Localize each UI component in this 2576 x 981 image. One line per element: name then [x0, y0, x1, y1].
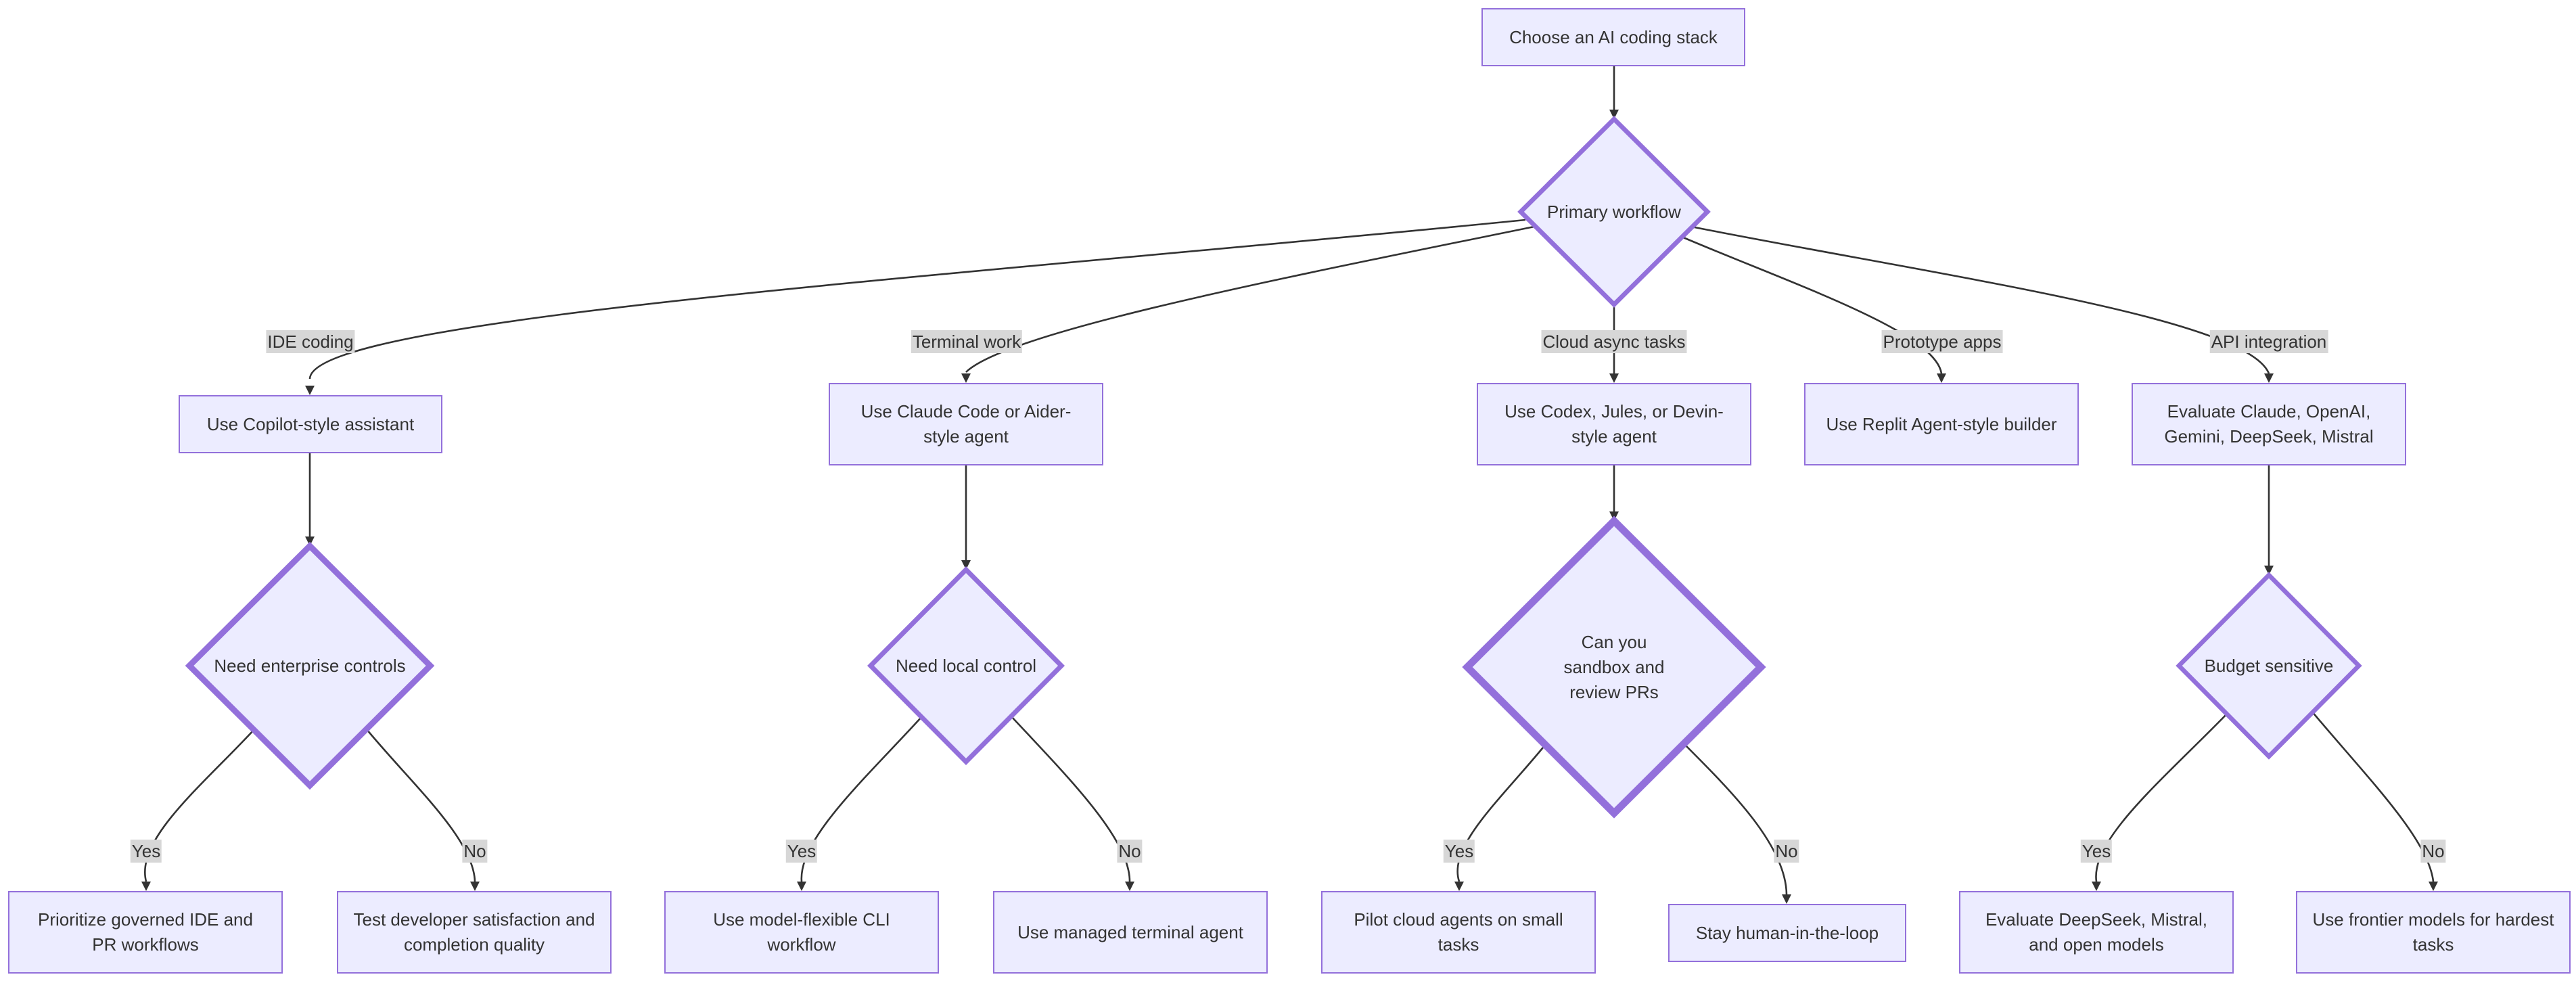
- edge-label-budget-no: No: [2420, 840, 2446, 863]
- arrowhead: [1609, 373, 1619, 383]
- node-label: Use Replit Agent-style builder: [1826, 413, 2057, 434]
- node-label: Use Copilot-style assistant: [206, 413, 415, 434]
- node-label: Use Claude Code or Aider-style agent: [860, 401, 1072, 447]
- arrowhead: [470, 882, 480, 891]
- edge-primary-replit: [1681, 235, 1943, 374]
- decision-label: Primary workflow: [1547, 201, 1681, 222]
- decision-label: Budget sensitive: [2204, 655, 2334, 676]
- decision-local-control: Need local control: [867, 566, 1065, 766]
- node-evaluate-apis: Evaluate Claude, OpenAI, Gemini, DeepSee…: [2132, 383, 2406, 465]
- edge-primary-copilot: [308, 219, 1526, 380]
- node-codex-agent: Use Codex, Jules, or Devin-style agent: [1477, 383, 1751, 465]
- edge-local-no: [1011, 716, 1131, 882]
- diamond-shape: [185, 541, 435, 790]
- edge-label-local-yes: Yes: [785, 840, 818, 863]
- decision-label: Need enterprise controls: [214, 655, 406, 676]
- node-label: Pilot cloud agents on small tasks: [1354, 909, 1563, 955]
- node-label: Choose an AI coding stack: [1509, 26, 1718, 47]
- decision-sandbox-review: Can you sandbox and review PRs: [1462, 516, 1766, 819]
- edge-sandbox-no: [1684, 744, 1788, 895]
- arrowhead: [797, 882, 806, 891]
- edge-label-api-integration: API integration: [2209, 330, 2328, 353]
- node-copilot-assistant: Use Copilot-style assistant: [179, 395, 442, 453]
- arrowhead: [1125, 882, 1134, 891]
- decision-primary-workflow: Primary workflow: [1517, 116, 1711, 308]
- node-label: Test developer satisfaction and completi…: [353, 909, 595, 955]
- edge-budget-yes: [2095, 711, 2230, 882]
- decision-label: Need local control: [895, 655, 1037, 676]
- diamond-shape: [1462, 516, 1766, 819]
- node-managed-terminal: Use managed terminal agent: [993, 891, 1268, 974]
- node-label: Use managed terminal agent: [1017, 921, 1243, 942]
- diamond-shape: [867, 566, 1065, 766]
- node-label: Use model-flexible CLI workflow: [713, 909, 890, 955]
- edge-label-budget-yes: Yes: [2080, 840, 2113, 863]
- arrowhead: [305, 537, 315, 546]
- decision-label: Can you sandbox and review PRs: [1563, 631, 1665, 702]
- node-label: Stay human-in-the-loop: [1695, 922, 1879, 943]
- edge-label-prototype-apps: Prototype apps: [1881, 330, 2003, 353]
- arrowhead: [961, 560, 971, 570]
- node-replit-builder: Use Replit Agent-style builder: [1804, 383, 2079, 465]
- edge-label-cloud-async: Cloud async tasks: [1541, 330, 1687, 353]
- edge-enterprise-yes: [144, 729, 255, 882]
- arrowhead: [305, 386, 315, 395]
- node-label: Evaluate Claude, OpenAI, Gemini, DeepSee…: [2164, 401, 2374, 447]
- diamond-shape: [1517, 116, 1711, 308]
- edge-sandbox-yes: [1456, 744, 1547, 882]
- node-label: Prioritize governed IDE and PR workflows: [38, 909, 253, 955]
- node-pilot-cloud-agents: Pilot cloud agents on small tasks: [1321, 891, 1596, 974]
- arrowhead: [2429, 882, 2438, 891]
- edge-label-sandbox-yes: Yes: [1443, 840, 1475, 863]
- node-open-models: Evaluate DeepSeek, Mistral, and open mod…: [1959, 891, 2234, 974]
- node-choose-ai-coding-stack: Choose an AI coding stack: [1481, 8, 1745, 66]
- arrowhead: [1609, 110, 1619, 119]
- decision-budget-sensitive: Budget sensitive: [2176, 572, 2362, 760]
- node-label: Use frontier models for hardest tasks: [2312, 909, 2554, 955]
- arrowhead: [1937, 373, 1946, 383]
- node-frontier-models: Use frontier models for hardest tasks: [2296, 891, 2571, 974]
- arrowhead: [1454, 882, 1464, 891]
- arrowhead: [2264, 373, 2274, 383]
- arrowhead: [141, 882, 151, 891]
- node-claude-code-agent: Use Claude Code or Aider-style agent: [829, 383, 1103, 465]
- edge-budget-no: [2312, 711, 2435, 882]
- diamond-shape: [2176, 572, 2362, 760]
- node-developer-satisfaction: Test developer satisfaction and completi…: [337, 891, 612, 974]
- arrowhead: [1782, 894, 1791, 904]
- edge-enterprise-no: [365, 729, 476, 882]
- edge-label-local-no: No: [1117, 840, 1143, 863]
- edge-local-yes: [800, 716, 922, 882]
- node-label: Use Codex, Jules, or Devin-style agent: [1504, 401, 1724, 447]
- node-human-in-the-loop: Stay human-in-the-loop: [1668, 904, 1906, 962]
- edge-label-terminal-work: Terminal work: [911, 330, 1023, 353]
- decision-enterprise-controls: Need enterprise controls: [185, 541, 435, 790]
- arrowhead: [2264, 566, 2274, 575]
- edge-label-ide-coding: IDE coding: [266, 330, 355, 353]
- arrowhead: [2092, 882, 2101, 891]
- node-governed-workflows: Prioritize governed IDE and PR workflows: [8, 891, 283, 974]
- edge-primary-claude-code: [965, 225, 1535, 373]
- node-label: Evaluate DeepSeek, Mistral, and open mod…: [1985, 909, 2208, 955]
- arrowhead: [961, 373, 971, 383]
- edge-label-enterprise-no: No: [462, 840, 488, 863]
- edge-label-sandbox-no: No: [1774, 840, 1799, 863]
- node-cli-workflow: Use model-flexible CLI workflow: [664, 891, 939, 974]
- edge-label-enterprise-yes: Yes: [130, 840, 162, 863]
